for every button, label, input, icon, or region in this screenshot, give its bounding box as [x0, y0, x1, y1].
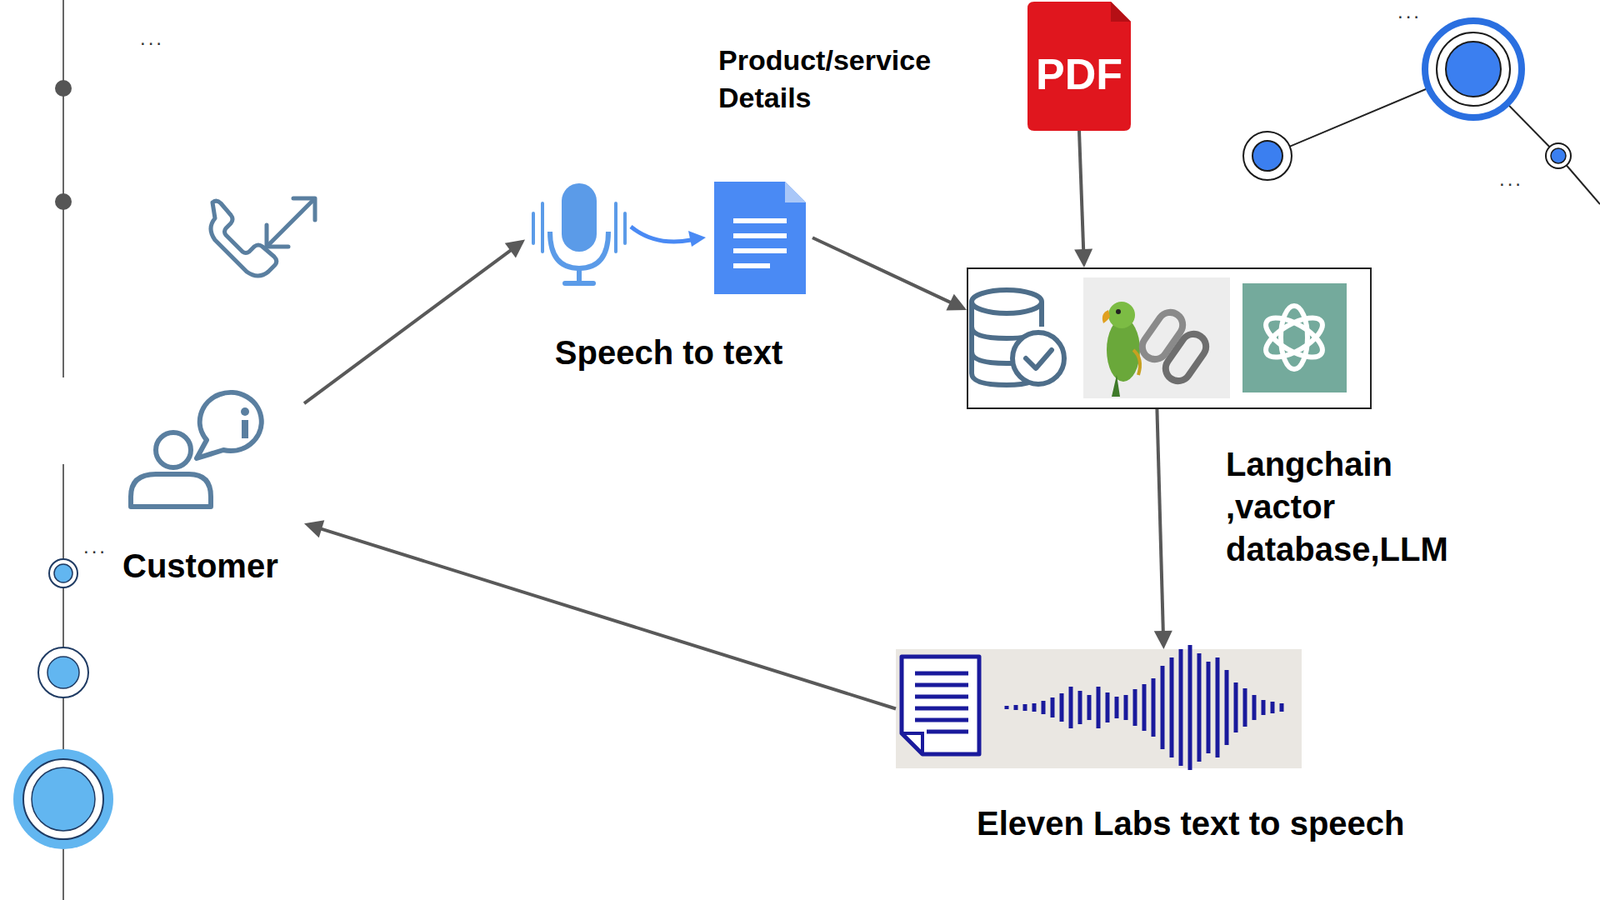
wave-bar: [1069, 686, 1074, 729]
document-icon: [714, 181, 806, 295]
wave-bar: [1234, 682, 1239, 733]
wave-bar: [1041, 700, 1046, 715]
connector-line: [1079, 130, 1084, 253]
connector-arrow: [812, 237, 967, 310]
ellipsis-label: ...: [140, 30, 165, 47]
connector-line: [304, 248, 514, 404]
ellipsis-label: ...: [1499, 170, 1524, 188]
wave-bar: [1243, 688, 1248, 727]
wave-bar: [1014, 705, 1019, 710]
node-heading: Langchain ,vactor database,LLM: [1225, 443, 1476, 571]
wave-bar: [1115, 696, 1120, 719]
process-box: Eleven Labs text to speech: [895, 649, 1302, 769]
phone-icon: [210, 198, 315, 276]
arrowhead: [505, 240, 525, 259]
ellipsis-label: ...: [1397, 3, 1422, 20]
wave-bar: [1225, 670, 1230, 745]
wave-bar: [1032, 703, 1037, 712]
wave-bar: [1124, 695, 1129, 720]
wave-bar: [1197, 653, 1202, 762]
waveform: [1006, 645, 1282, 770]
wave-bar: [1023, 704, 1028, 711]
node-label: Customer: [122, 547, 279, 585]
wave-bar: [1280, 703, 1285, 712]
connector-arrow: [304, 520, 896, 709]
llm-logo: [1242, 283, 1347, 393]
arrowhead: [1074, 249, 1093, 268]
connector-line: [1156, 409, 1164, 635]
database-icon: [971, 290, 1065, 385]
wave-bar: [1206, 661, 1211, 754]
pdf-icon: [1027, 1, 1131, 131]
node-heading: Eleven Labs text to speech: [976, 805, 1405, 843]
wave-bar: [1050, 697, 1055, 718]
wave-bar: [1252, 695, 1257, 720]
wave-bar: [1160, 665, 1165, 750]
wave-bar: [1170, 657, 1175, 758]
wave-bar: [1096, 686, 1101, 729]
arrowhead: [945, 294, 967, 311]
connector-arrow: [1154, 409, 1173, 650]
wave-bar: [1215, 657, 1220, 758]
node-heading: Product/service Details: [718, 41, 969, 117]
langchain-logo: [1083, 277, 1230, 399]
wave-bar: [1133, 689, 1138, 726]
arrowhead: [1154, 630, 1173, 650]
customer-icon: [130, 392, 262, 507]
connector-line: [318, 528, 896, 710]
wave-bar: [1105, 692, 1110, 723]
wave-bar: [1179, 649, 1184, 766]
pdf-label: PDF: [1027, 49, 1131, 100]
arrowhead: [304, 520, 325, 538]
document-node: Product/service DetailsPDF: [1027, 1, 1131, 131]
wave-bar: [1005, 705, 1010, 710]
customer-node: Customer: [116, 387, 305, 588]
tts-panel: [895, 645, 1302, 770]
network-decoration: [1243, 20, 1600, 205]
wave-bar: [1151, 678, 1156, 737]
wave-bar: [1142, 684, 1147, 731]
wave-bar: [1188, 645, 1193, 770]
wave-bar: [1087, 695, 1092, 720]
ellipsis-label: ...: [83, 538, 108, 555]
wave-bar: [1270, 701, 1275, 714]
wave-bar: [1078, 690, 1083, 725]
microphone-icon: [533, 183, 706, 284]
process-box: Langchain ,vactor database,LLM: [966, 267, 1372, 410]
wave-bar: [1060, 693, 1065, 722]
connector-line: [812, 237, 954, 304]
connector-arrow: [1074, 130, 1093, 268]
node-label: Speech to text: [525, 334, 813, 372]
wave-bar: [1261, 700, 1266, 715]
connector-arrow: [304, 240, 525, 405]
timeline: [13, 0, 114, 900]
process-node: Speech to text: [525, 175, 813, 371]
